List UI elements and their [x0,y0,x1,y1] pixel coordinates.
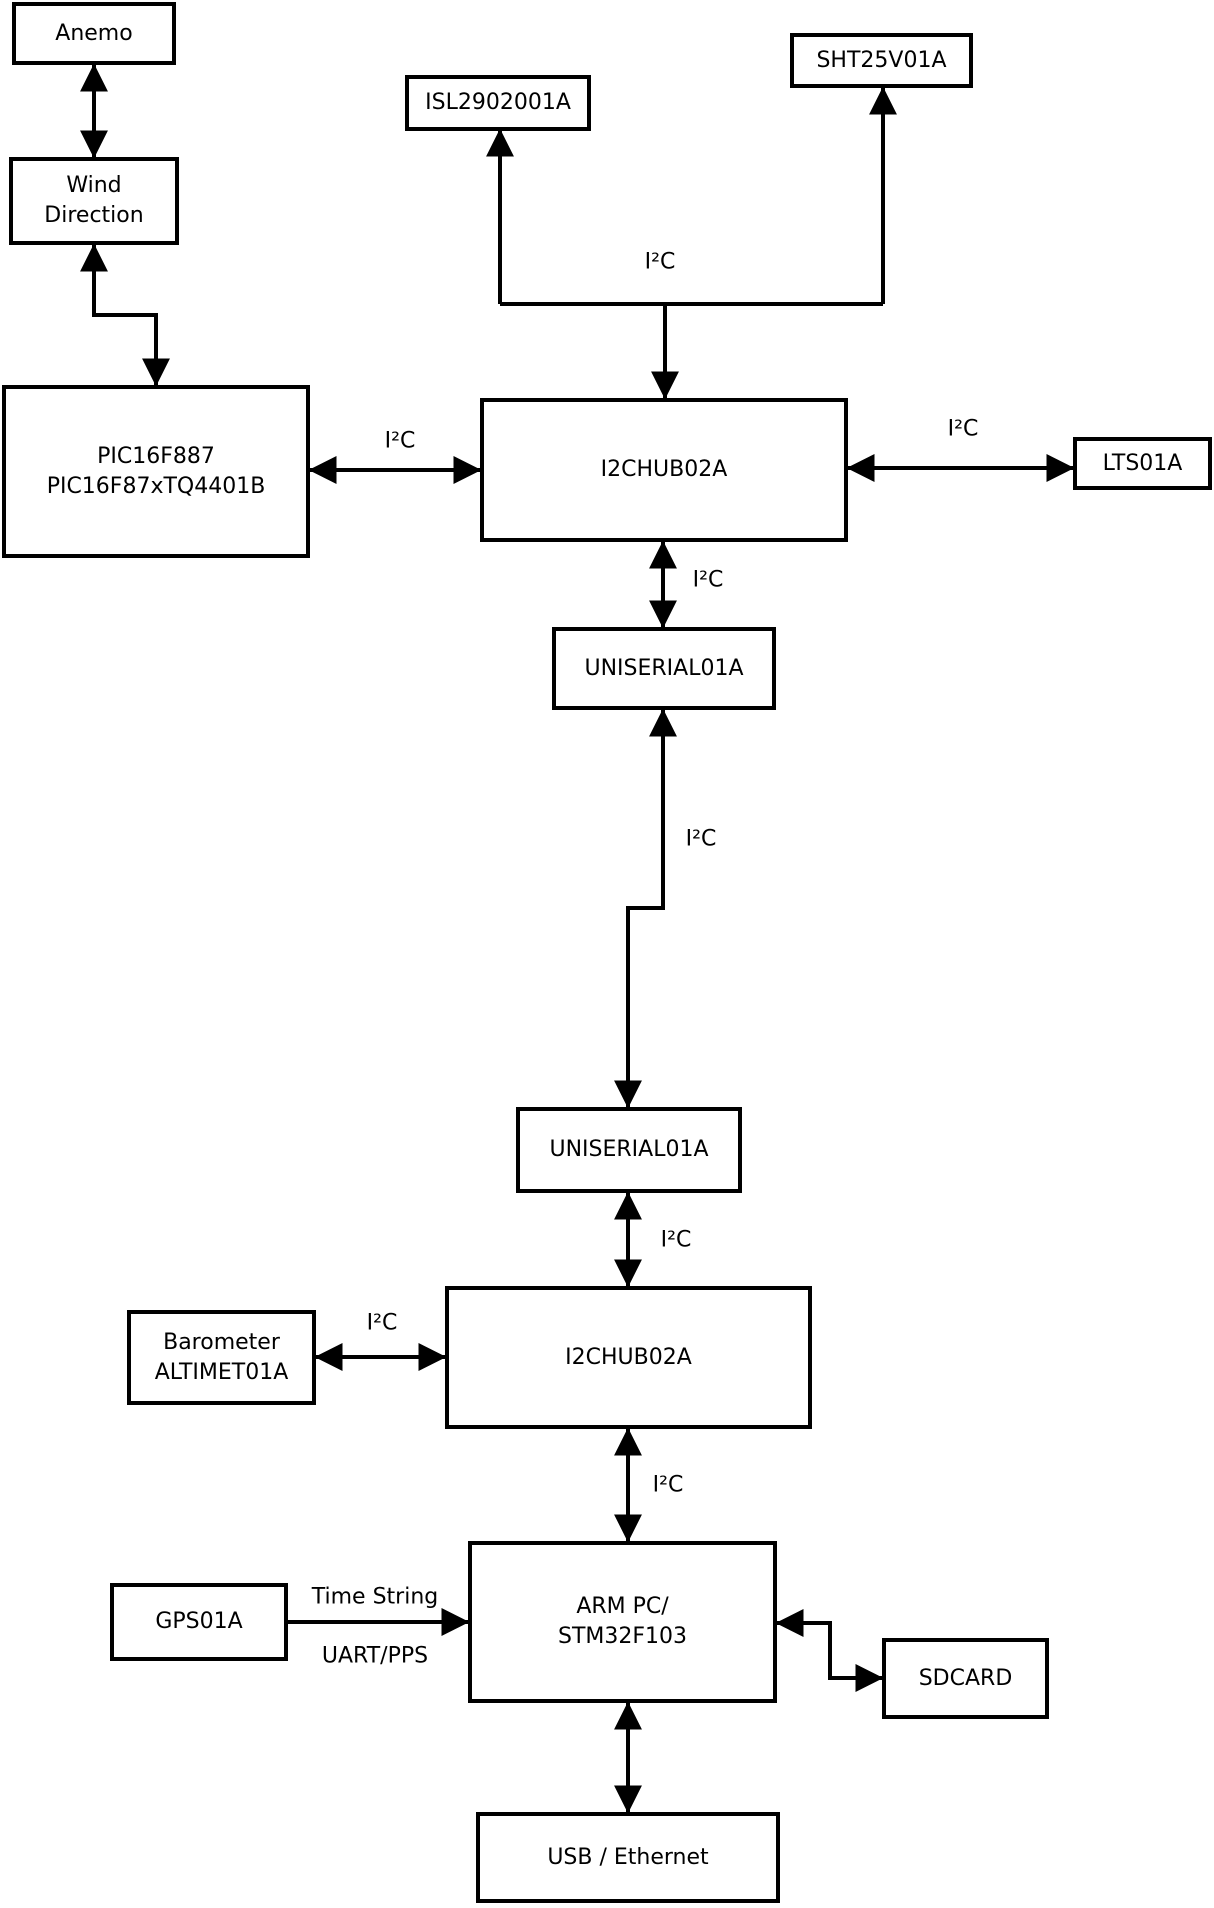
node-uniserial01a-top-label: UNISERIAL01A [584,655,744,681]
node-lts01a-label: LTS01A [1102,450,1183,476]
node-sdcard: SDCARD [882,1638,1049,1719]
node-sht25v01a-label: SHT25V01A [816,47,947,73]
node-isl2902001a-label: ISL2902001A [425,90,571,116]
node-uniserial01a-bottom-label: UNISERIAL01A [549,1137,709,1163]
node-sdcard-label: SDCARD [918,1665,1013,1691]
edge-label-uniserial-link-i2c: I²C [685,826,717,852]
edge-label-barometer-hub2-i2c: I²C [366,1310,398,1336]
node-barometer-altimet01a: Barometer ALTIMET01A [127,1310,316,1405]
node-uniserial01a-bottom: UNISERIAL01A [516,1107,742,1193]
edge-label-gps-time-string: Time String [311,1584,439,1610]
edge-label-hub-uniserial-i2c: I²C [692,567,724,593]
node-lts01a: LTS01A [1073,437,1212,490]
node-anemo-label: Anemo [55,20,133,46]
node-gps01a-label: GPS01A [155,1609,243,1635]
node-i2chub02a-bottom-label: I2CHUB02A [565,1344,692,1370]
node-wind-direction-label-line1: Wind [66,173,122,199]
node-i2chub02a-top: I2CHUB02A [480,398,848,542]
edge-label-hub-lts-i2c: I²C [947,416,979,442]
edge-label-pic-hub-i2c: I²C [384,428,416,454]
edge-label-sensor-bus-i2c: I²C [644,249,676,275]
edge-label-uniserial-hub2-i2c: I²C [660,1227,692,1253]
node-armpc-stm32f103: ARM PC/ STM32F103 [468,1541,777,1703]
node-gps01a: GPS01A [110,1583,288,1661]
node-uniserial01a-top: UNISERIAL01A [552,627,776,710]
node-i2chub02a-bottom: I2CHUB02A [445,1286,812,1429]
edge-armpc-sdcard [775,1609,884,1692]
edge-label-gps-uart-pps: UART/PPS [321,1643,429,1669]
node-usb-ethernet-label: USB / Ethernet [547,1844,709,1870]
node-anemo: Anemo [12,2,176,65]
node-pic16f887: PIC16F887 PIC16F87xTQ4401B [2,385,310,558]
node-barometer-label-line2: ALTIMET01A [154,1359,289,1385]
node-isl2902001a: ISL2902001A [405,75,591,131]
node-sht25v01a: SHT25V01A [790,33,973,88]
node-armpc-label-line1: ARM PC/ [576,1594,669,1620]
edge-winddirection-pic [80,243,170,387]
edge-uniserial-top-uniserial-bottom [614,708,677,1109]
node-wind-direction: Wind Direction [9,157,179,245]
edge-label-hub2-armpc-i2c: I²C [652,1472,684,1498]
node-i2chub02a-top-label: I2CHUB02A [600,457,728,483]
node-barometer-label-line1: Barometer [163,1329,280,1355]
node-pic16f887-label-line2: PIC16F87xTQ4401B [46,473,266,499]
node-armpc-label-line2: STM32F103 [557,1624,688,1649]
node-usb-ethernet: USB / Ethernet [476,1812,780,1903]
node-wind-direction-label-line2: Direction [44,203,144,228]
node-pic16f887-label-line1: PIC16F887 [97,443,215,469]
